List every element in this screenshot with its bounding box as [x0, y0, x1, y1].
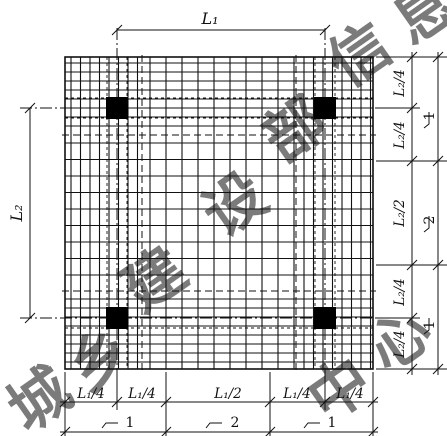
right-dim-label: L₂/2 — [392, 199, 408, 228]
bottom-dimension-chain — [59, 372, 379, 436]
left-span-dimension — [24, 102, 36, 324]
column — [314, 97, 336, 119]
right-zone-mark: 2 — [422, 216, 438, 225]
top-span-label: L₁ — [200, 9, 218, 28]
right-zone-mark: 1 — [422, 321, 438, 330]
right-dim-label: L₂/4 — [392, 69, 408, 98]
right-dim-label: L₂/4 — [392, 278, 408, 307]
right-zone-mark: 1 — [422, 112, 438, 121]
bottom-dim-label: L₁/4 — [76, 386, 105, 402]
bottom-zone-mark: 1 — [126, 415, 135, 431]
bottom-dim-label: L₁/4 — [127, 386, 156, 402]
zone-dividers — [62, 55, 376, 372]
bottom-dim-label: L₁/4 — [282, 386, 311, 402]
column — [314, 307, 336, 329]
top-span-dimension — [111, 24, 331, 36]
bottom-dim-label: L₁/2 — [213, 386, 242, 402]
bottom-dim-label: L₁/4 — [335, 386, 364, 402]
column — [106, 307, 128, 329]
column — [106, 97, 128, 119]
bottom-zone-mark: 1 — [328, 415, 337, 431]
bottom-zone-mark: 2 — [231, 415, 240, 431]
columns — [106, 97, 336, 329]
right-dimension-chain — [376, 51, 447, 375]
watermark-char: 设 — [190, 159, 279, 251]
left-span-label: L₂ — [7, 204, 26, 222]
right-dim-label: L₂/4 — [392, 121, 408, 150]
right-dim-label: L₂/4 — [392, 330, 408, 359]
slab-outline — [64, 56, 374, 370]
